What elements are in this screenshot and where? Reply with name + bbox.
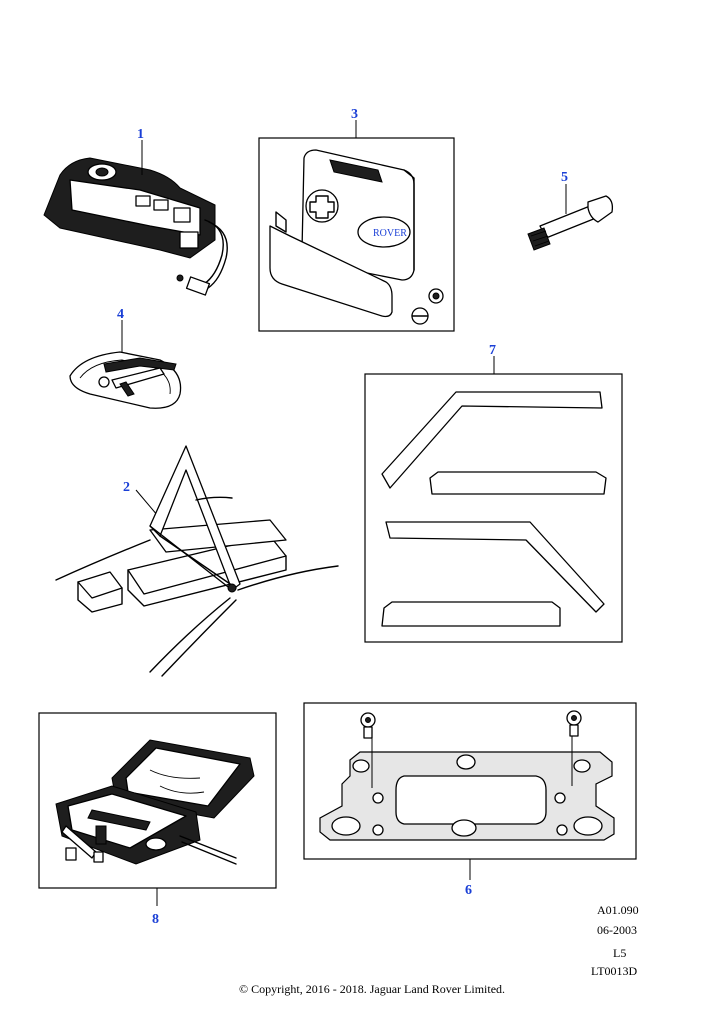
callout-2: 2 xyxy=(123,480,130,495)
reference-code-line-1: A01.090 xyxy=(597,903,639,917)
callout-1: 1 xyxy=(137,127,144,142)
kit-logo-text: ROVER xyxy=(373,228,407,239)
callout-5: 5 xyxy=(561,170,568,185)
reference-code-line-4: LT0013D xyxy=(591,964,638,978)
warning-triangle-part-2: 2 xyxy=(55,445,339,677)
callout-6: 6 xyxy=(465,883,472,898)
foot-pump-part-1: 1 xyxy=(43,127,228,296)
copyright-notice: © Copyright, 2016 - 2018. Jaguar Land Ro… xyxy=(238,982,506,996)
callout-3: 3 xyxy=(351,107,358,122)
reference-date: 06-2003 xyxy=(597,923,637,937)
callout-8: 8 xyxy=(152,912,159,927)
valve-adaptor-part-5: 5 xyxy=(527,170,614,251)
wind-deflectors-part-7: 7 xyxy=(364,343,623,643)
tool-kit-part-8: 8 xyxy=(38,712,277,927)
tool-tray-part-4: 4 xyxy=(69,307,182,409)
mounting-bracket-part-6: 6 xyxy=(303,702,637,898)
callout-7: 7 xyxy=(489,343,496,358)
reference-code-line-3: L5 xyxy=(613,946,627,960)
first-aid-kit-part-3: 3 ROVER xyxy=(258,107,455,332)
callout-4: 4 xyxy=(117,307,124,322)
